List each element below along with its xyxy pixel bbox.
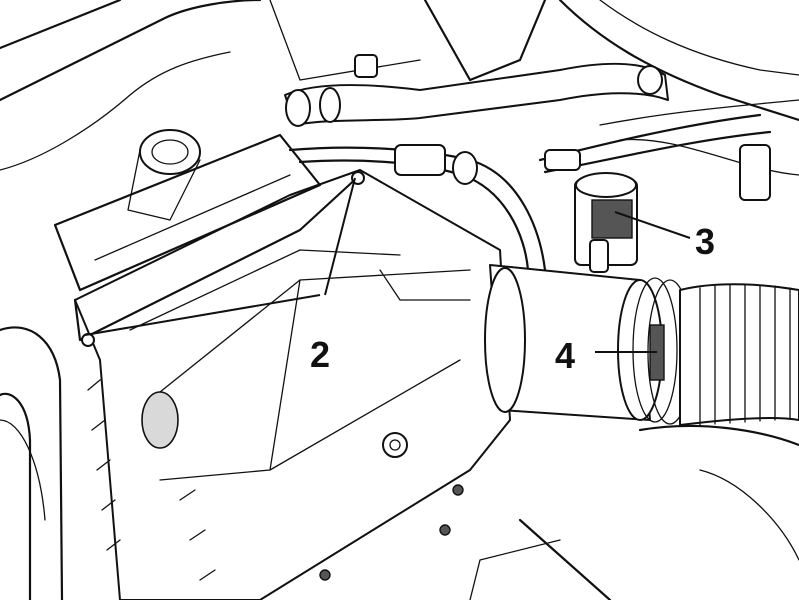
leader-lines: [84, 177, 691, 353]
leader-2-right: [324, 177, 356, 296]
air-filter-housing: [53, 133, 511, 600]
intake-duct: [484, 264, 693, 425]
callout-3: 3: [695, 221, 715, 262]
leader-2-left: [84, 294, 321, 336]
corrugated-intake-hose: [679, 283, 799, 426]
reservoir-cap: [127, 129, 201, 221]
maf-sensor: [574, 172, 638, 273]
callout-2: 2: [310, 334, 330, 375]
hose-connectors: [354, 54, 771, 201]
callout-4: 4: [555, 335, 575, 376]
coolant-hose: [284, 62, 669, 127]
leader-3: [614, 211, 691, 239]
